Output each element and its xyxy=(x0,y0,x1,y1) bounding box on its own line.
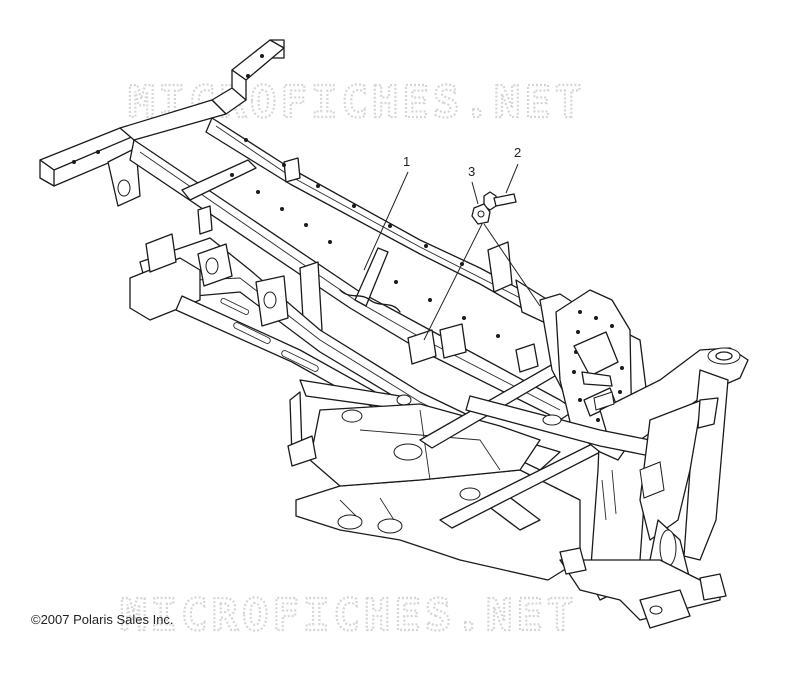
copyright-text: ©2007 Polaris Sales Inc. xyxy=(31,612,174,627)
callout-1-label: 1 xyxy=(403,154,410,169)
callout-2: 2 xyxy=(505,145,521,194)
callout-3-label: 3 xyxy=(468,164,475,179)
main-chassis xyxy=(129,233,749,629)
nut-part-3 xyxy=(471,203,491,225)
watermark-bottom: MICROFICHES.NET xyxy=(120,590,577,641)
bolt-part-2 xyxy=(483,191,517,211)
callout-3: 3 xyxy=(423,164,541,341)
callout-2-label: 2 xyxy=(514,145,521,160)
callout-1: 1 xyxy=(363,154,410,271)
